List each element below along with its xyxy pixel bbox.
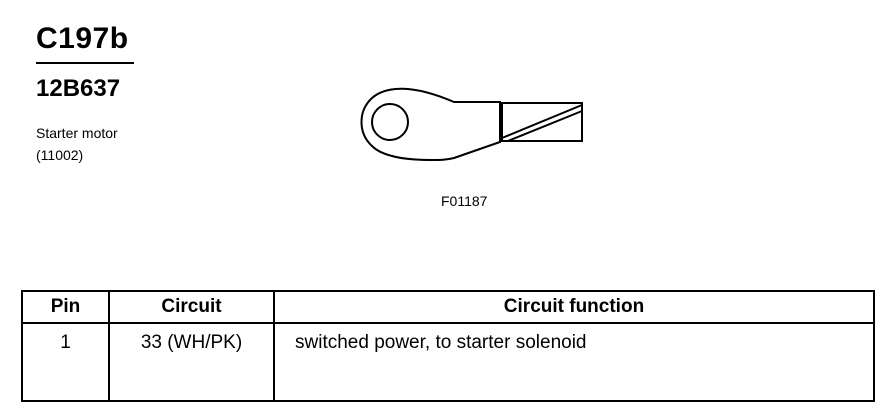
figure-code: F01187 (441, 193, 488, 209)
ring-terminal-diagram (360, 87, 583, 162)
ring-terminal-hole (371, 103, 409, 141)
wire-crimp-barrel (501, 102, 583, 142)
wire-strand-line-2 (507, 110, 583, 142)
circuit-cell: 33 (WH/PK) (108, 322, 275, 402)
ring-terminal-outline (360, 87, 501, 162)
component-code: (11002) (36, 147, 84, 163)
header-circuit: Circuit (108, 290, 275, 324)
connector-id: C197b (36, 22, 129, 55)
title-underline (36, 62, 134, 64)
pin-table: Pin Circuit Circuit function 1 33 (WH/PK… (21, 290, 875, 402)
header-circuit-function: Circuit function (273, 290, 875, 324)
component-name: Starter motor (36, 125, 118, 141)
table-header-row: Pin Circuit Circuit function (21, 290, 875, 324)
pin-cell: 1 (21, 322, 110, 402)
header-pin: Pin (21, 290, 110, 324)
wire-strand-line-1 (501, 104, 583, 139)
table-row: 1 33 (WH/PK) switched power, to starter … (21, 322, 875, 402)
part-number: 12B637 (36, 75, 121, 102)
circuit-function-cell: switched power, to starter solenoid (273, 322, 875, 402)
